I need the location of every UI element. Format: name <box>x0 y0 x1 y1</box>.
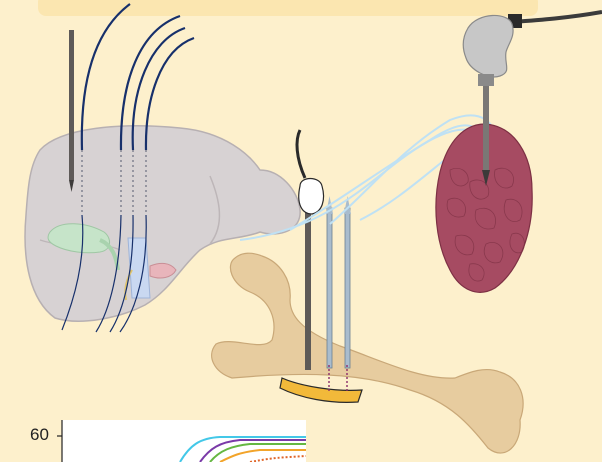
transducer-group <box>463 12 602 186</box>
transducer-neck <box>478 74 494 86</box>
bone-clamp <box>280 378 362 402</box>
bone-probe-3 <box>345 208 350 368</box>
bone-probe-2 <box>327 208 332 368</box>
ultrasound-probe-icon <box>299 179 324 215</box>
black-cable <box>297 130 305 178</box>
inset-chart <box>57 420 306 462</box>
inset-ytick-label: 60 <box>30 425 49 445</box>
bone-needle-1 <box>305 200 311 370</box>
transducer-shaft <box>483 86 489 172</box>
needle-icon <box>69 30 74 192</box>
transducer-head-icon <box>463 15 513 76</box>
top-panel-bar <box>38 0 538 16</box>
